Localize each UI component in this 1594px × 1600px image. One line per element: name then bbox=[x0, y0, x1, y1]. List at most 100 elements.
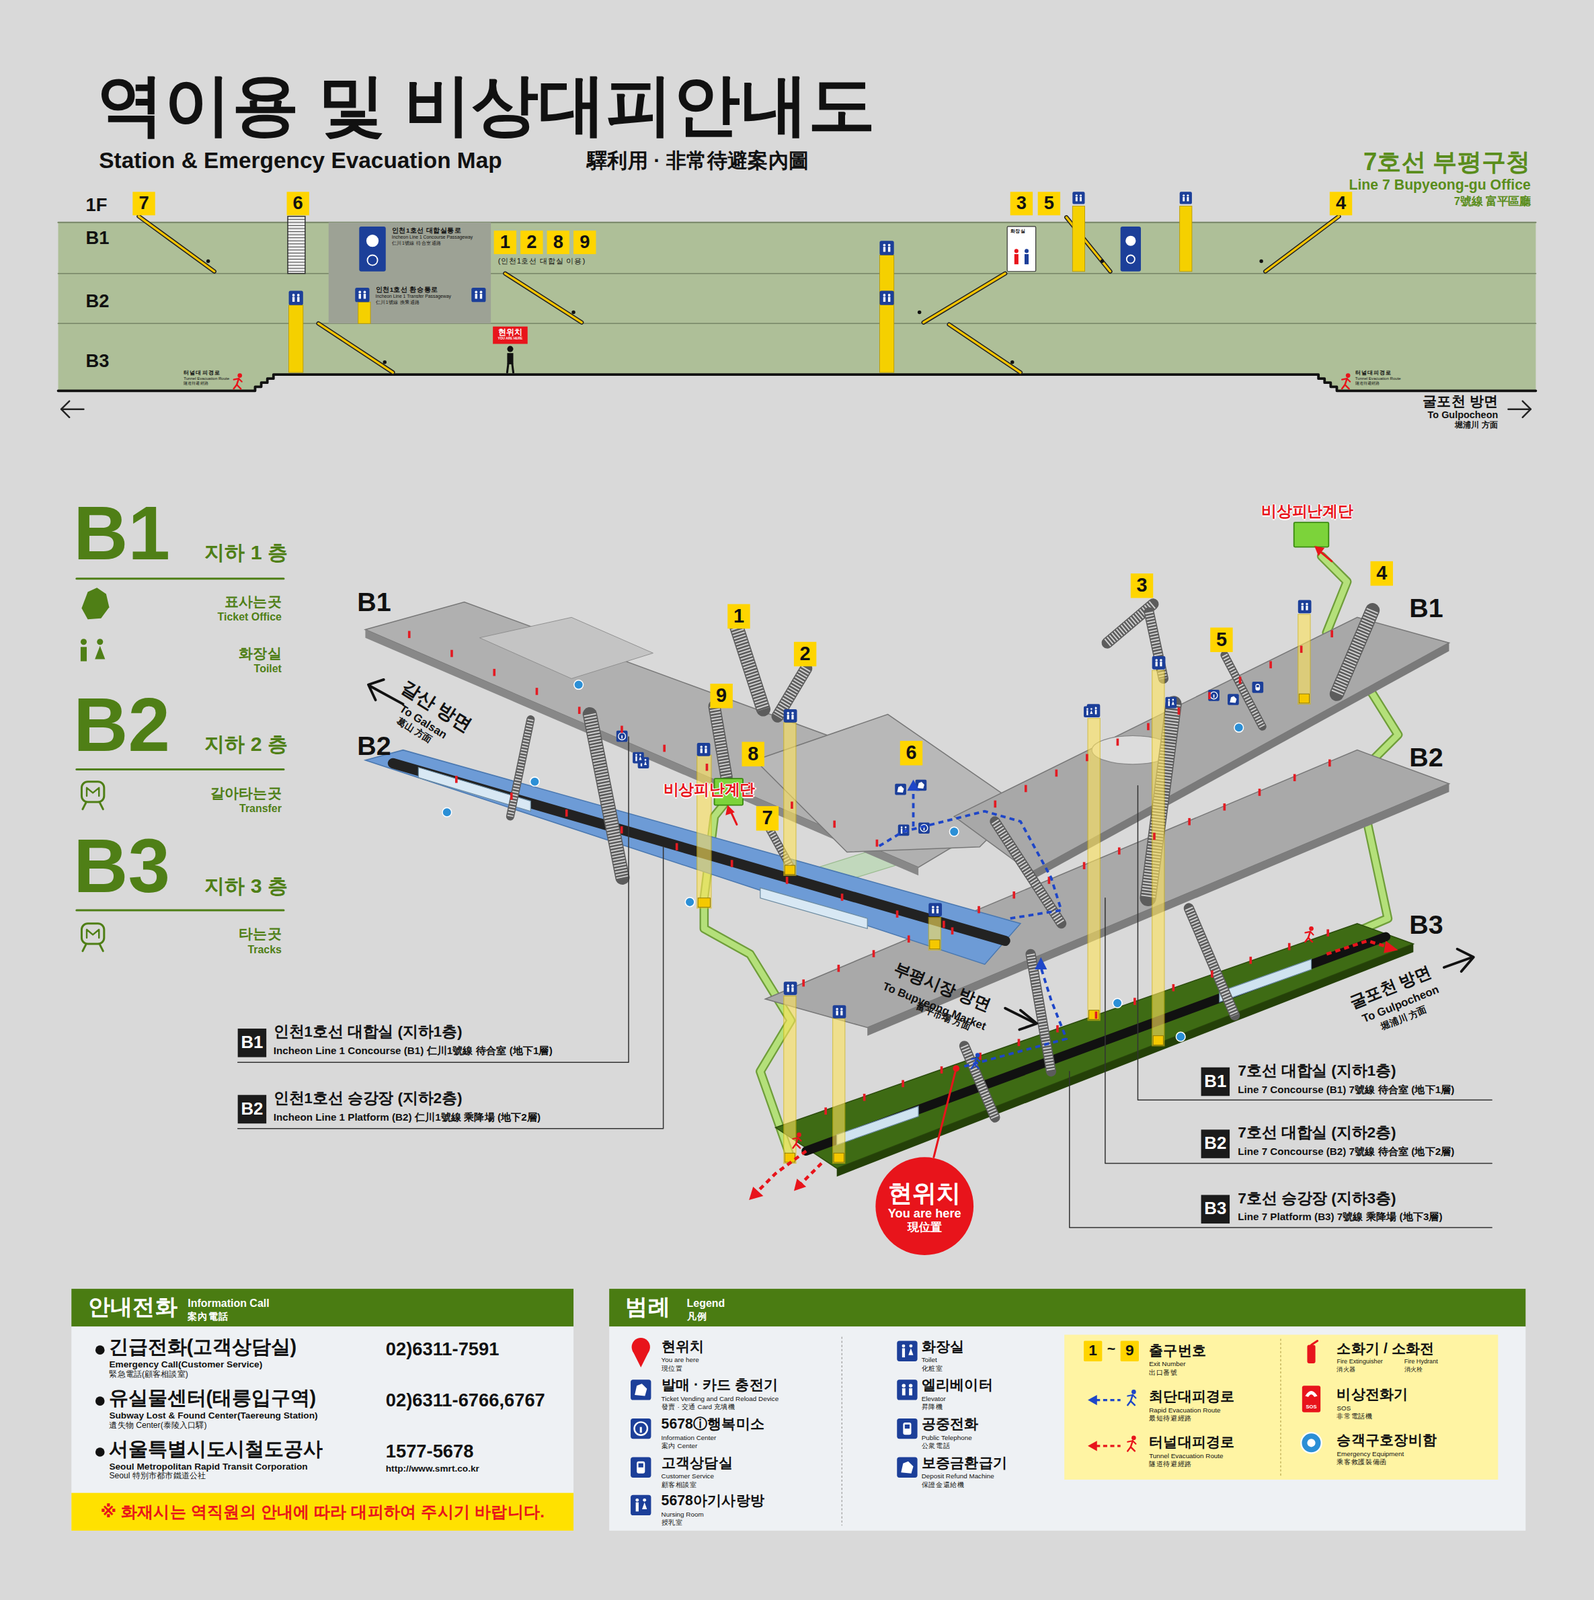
sign-icon bbox=[1208, 689, 1220, 702]
node-text: 안내전화 bbox=[88, 1294, 179, 1320]
escalator bbox=[504, 273, 582, 323]
tunnel-evacuation-route bbox=[756, 1150, 807, 1192]
toilet-icon bbox=[908, 1344, 913, 1348]
elevator-icon bbox=[786, 984, 790, 987]
sign-icon bbox=[896, 1418, 918, 1439]
info-icon bbox=[1213, 694, 1215, 698]
elevator-icon bbox=[1182, 194, 1185, 197]
runner-icon bbox=[795, 1144, 801, 1149]
stairs bbox=[287, 237, 306, 238]
label-text: 타는곳 bbox=[238, 926, 282, 942]
node-text: 서울특별시도시철도공사 bbox=[108, 1438, 323, 1461]
node-text: 02)6311-7591 bbox=[385, 1339, 500, 1361]
you-are-here-circle: 현위치You are here現位置 bbox=[875, 1157, 974, 1256]
label-text: 지하 1 층 bbox=[204, 540, 289, 563]
fire-extinguisher-mark bbox=[620, 726, 624, 734]
elevator-icon bbox=[1075, 196, 1078, 202]
toilet-sign: 화장실 bbox=[1007, 226, 1036, 272]
toilet-icon bbox=[80, 646, 87, 661]
equipment-icon bbox=[574, 680, 584, 690]
phone-icon bbox=[902, 1422, 911, 1435]
legend-text: 5678아기사랑방 bbox=[661, 1493, 766, 1509]
fire-extinguisher-mark bbox=[455, 775, 458, 784]
info-icon bbox=[1210, 691, 1218, 700]
exit-number: 6 bbox=[900, 740, 923, 766]
label-text: 화장실 bbox=[238, 646, 282, 662]
sign-icon bbox=[289, 291, 304, 306]
elevator-shaft bbox=[289, 305, 304, 373]
pin-line bbox=[933, 1068, 956, 1158]
label-text: 7호선 부평구청 bbox=[1363, 149, 1531, 177]
person-icon bbox=[506, 346, 513, 353]
extinguisher-icon bbox=[1311, 1341, 1318, 1346]
person-icon bbox=[506, 364, 509, 373]
sign-icon bbox=[1152, 656, 1166, 670]
toilet-icon bbox=[908, 1347, 913, 1355]
stairs bbox=[287, 264, 306, 266]
fire-extinguisher-mark bbox=[1288, 943, 1291, 951]
leader-line bbox=[237, 736, 629, 1063]
sign-icon bbox=[1125, 235, 1136, 247]
train bbox=[760, 888, 868, 930]
label-text: 7호선 승강장 (지하3층) bbox=[1235, 1189, 1398, 1207]
label-text: Information Center bbox=[661, 1433, 717, 1442]
label-text: SOS bbox=[1336, 1404, 1351, 1412]
passageway-area bbox=[328, 222, 491, 324]
toilet-icon bbox=[902, 1347, 905, 1358]
stairs bbox=[1188, 908, 1235, 1016]
leader-line bbox=[237, 847, 664, 1129]
metro-icon bbox=[100, 945, 104, 952]
pin-icon bbox=[632, 1351, 649, 1368]
rapid-evacuation-route bbox=[964, 967, 1067, 1067]
fire-extinguisher-mark bbox=[1300, 645, 1303, 653]
sign-icon bbox=[632, 752, 645, 764]
exit-number: 3 bbox=[1130, 573, 1153, 598]
runner-icon bbox=[1345, 384, 1350, 389]
elevator-icon bbox=[292, 297, 295, 302]
equipment-icon bbox=[1234, 722, 1244, 733]
label-text: Tunnel Evacuation Route bbox=[1355, 376, 1402, 382]
node-text: Information Call bbox=[187, 1298, 269, 1311]
label-text: Transfer bbox=[239, 803, 282, 816]
sign-icon bbox=[354, 287, 370, 302]
label-text: (인천1호선 대합실 이용) bbox=[498, 257, 586, 267]
fire-extinguisher-mark bbox=[977, 906, 981, 914]
direction-arrow bbox=[368, 679, 384, 700]
node-text: 3 bbox=[1136, 574, 1147, 597]
label-text: 保證金還給機 bbox=[921, 1480, 965, 1488]
person-icon bbox=[571, 310, 575, 314]
sign-icon bbox=[928, 902, 942, 917]
elevator-icon bbox=[1079, 194, 1082, 197]
node-text: B1 bbox=[1204, 1072, 1227, 1092]
elevator-shaft bbox=[1072, 206, 1085, 272]
equipment-icon bbox=[685, 897, 695, 907]
stairs bbox=[287, 240, 306, 242]
escalator bbox=[949, 324, 1021, 373]
section-band bbox=[58, 222, 1537, 391]
fire-extinguisher-mark bbox=[1293, 773, 1297, 782]
elevator-icon bbox=[908, 1384, 913, 1388]
elevator-icon bbox=[1079, 196, 1082, 202]
escalator bbox=[138, 216, 214, 272]
info-icon bbox=[634, 1421, 648, 1435]
person-icon bbox=[383, 360, 387, 364]
fire-extinguisher-mark bbox=[450, 650, 454, 658]
node-text: B2 bbox=[240, 1099, 263, 1119]
elevator-car bbox=[1298, 693, 1309, 704]
fire-extinguisher-mark bbox=[565, 809, 569, 817]
label-text: ~ bbox=[1107, 1341, 1116, 1358]
stairs bbox=[777, 668, 807, 716]
sign-icon bbox=[894, 783, 907, 796]
sign-icon bbox=[630, 1495, 651, 1516]
label-text: 7號線 富平區廳 bbox=[1454, 194, 1531, 208]
label-text: Deposit Refund Machine bbox=[921, 1472, 995, 1480]
toilet-sign bbox=[1007, 226, 1036, 272]
exit-number: 5 bbox=[1210, 627, 1233, 653]
sign-icon bbox=[630, 1418, 651, 1439]
elevator-icon bbox=[480, 293, 483, 299]
node-text: 2 bbox=[800, 643, 811, 665]
toilet-icon bbox=[1086, 707, 1089, 710]
node-text: 8 bbox=[553, 231, 564, 253]
label-text: 案內 Center bbox=[661, 1442, 698, 1450]
